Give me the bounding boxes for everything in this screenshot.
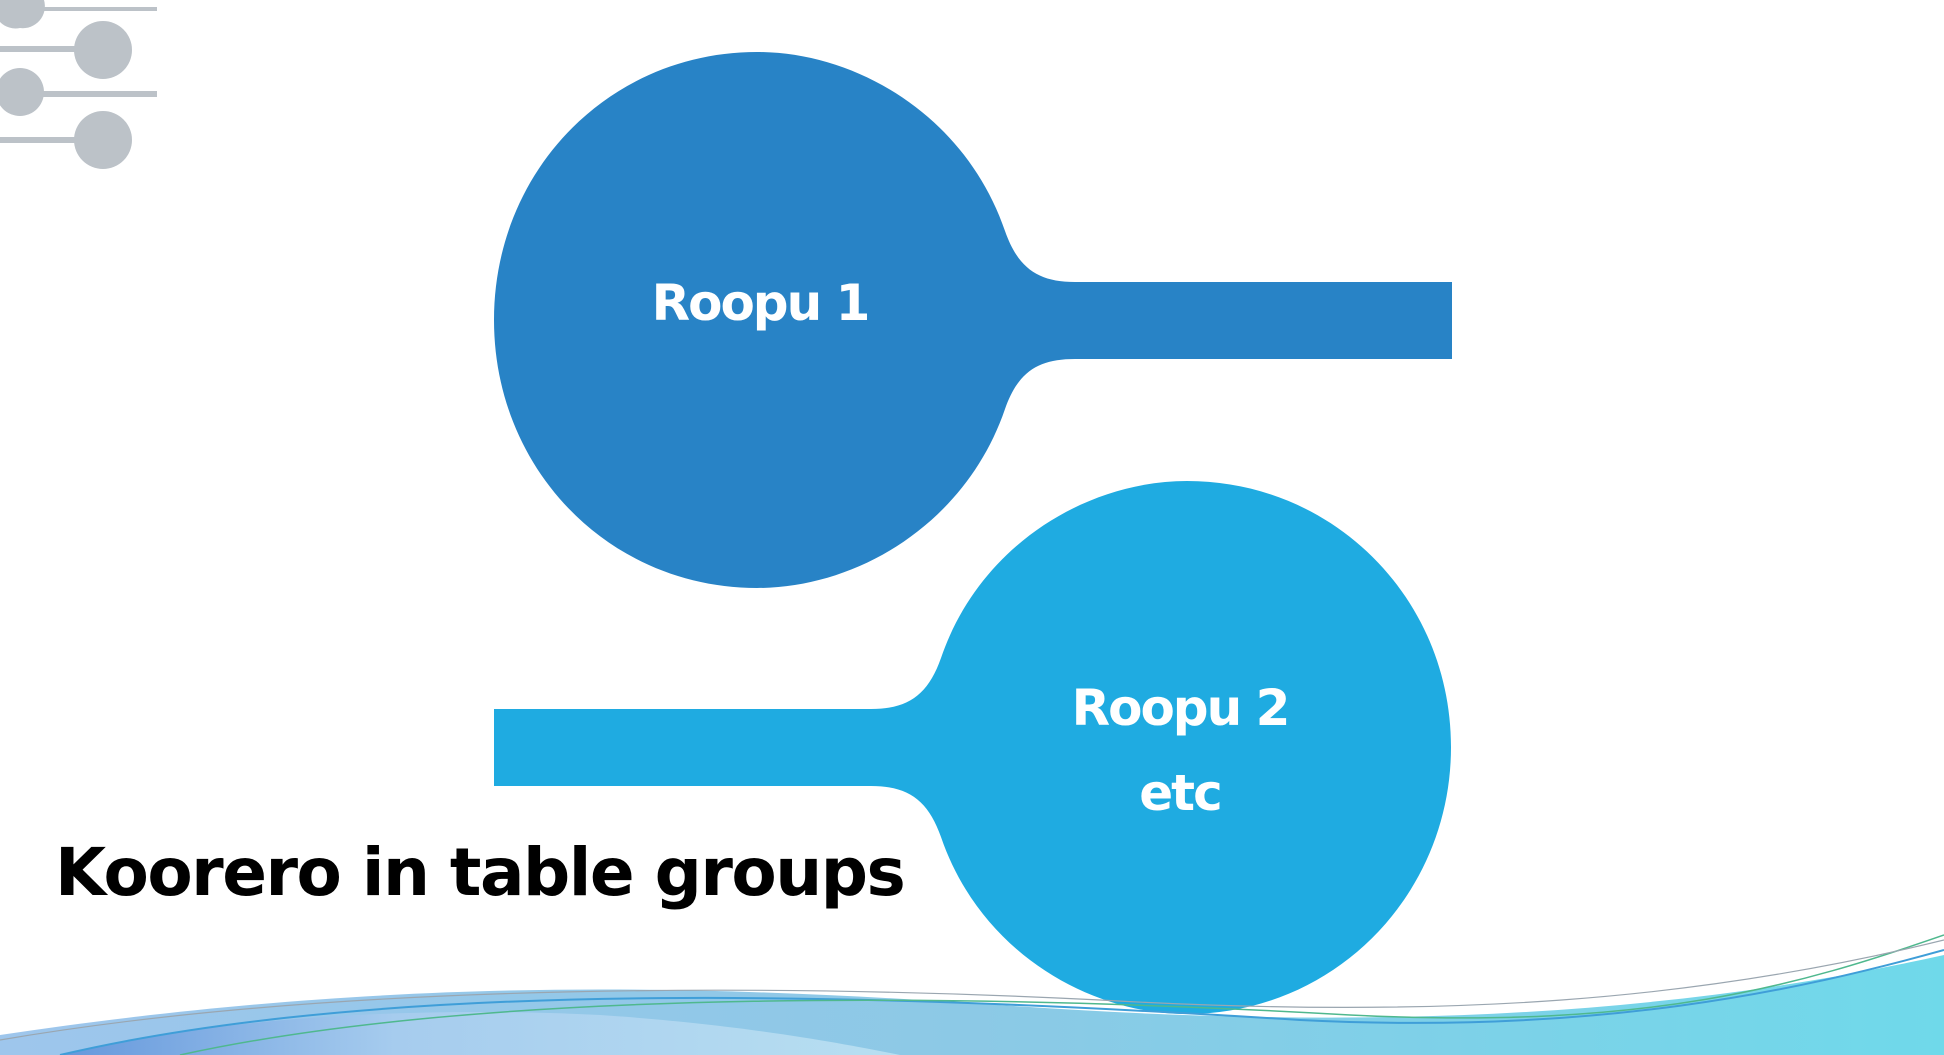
slide-title: Koorero in table groups bbox=[55, 834, 906, 911]
group-2-label: Roopu 2 bbox=[1071, 679, 1291, 737]
group-1-label: Roopu 1 bbox=[651, 274, 871, 332]
group-2-sublabel: etc bbox=[1139, 764, 1222, 822]
